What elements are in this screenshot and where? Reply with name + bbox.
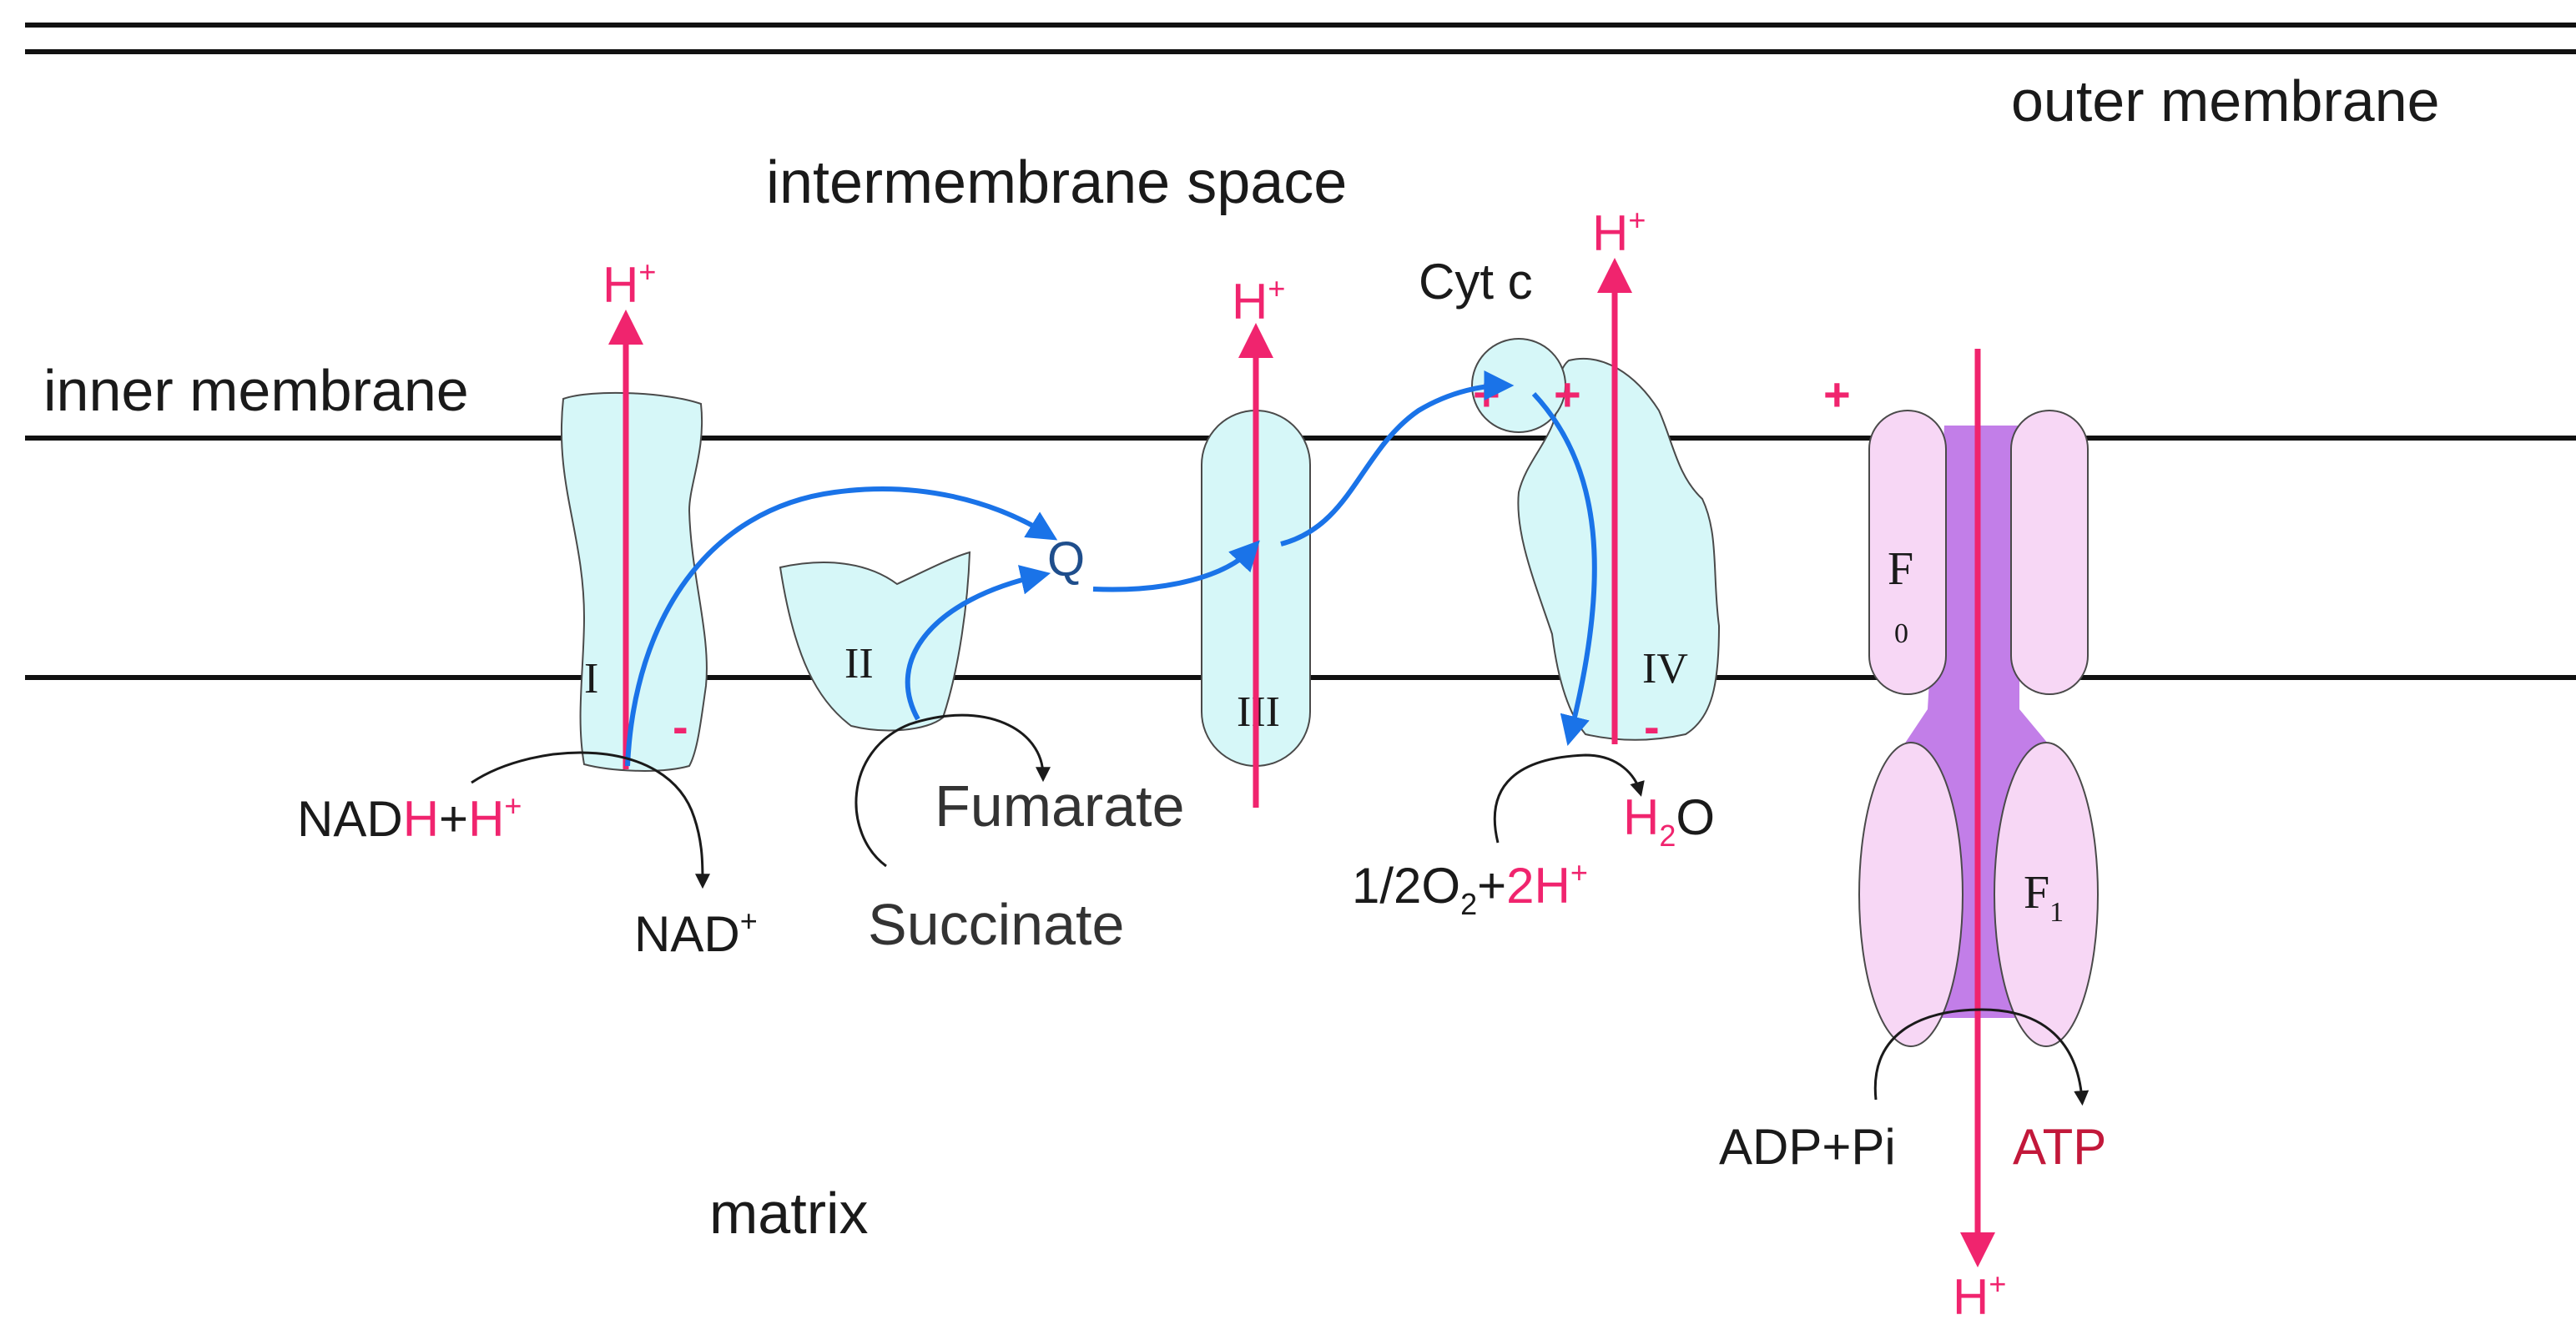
- complex-ii-shape: [779, 551, 971, 732]
- f1-left-subunit: [1858, 742, 1964, 1047]
- atp-synthase: F 0 F1: [1858, 410, 2099, 1047]
- matrix-label: matrix: [709, 1181, 869, 1246]
- proton-label-complex-i: H+: [602, 254, 656, 313]
- electron-path-complex-i-to-q: [625, 486, 1058, 767]
- inner-membrane-label: inner membrane: [43, 358, 469, 423]
- proton-label-complex-iv: H+: [1592, 203, 1646, 261]
- complex-i-label: I: [584, 655, 598, 703]
- q-label: Q: [1047, 532, 1085, 587]
- f1-right-subunit: [1994, 742, 2099, 1047]
- proton-label-complex-iii: H+: [1232, 271, 1285, 330]
- nadh-label: NADH+H+: [297, 788, 522, 847]
- f1-label: F1: [2024, 867, 2064, 928]
- charge-minus-complex-iv: -: [1644, 700, 1660, 753]
- reaction-arrow-succinate: [854, 713, 1051, 868]
- reaction-arrow-nadh: [471, 751, 710, 889]
- complex-i-shape: [560, 391, 708, 772]
- reaction-arrow-adp: [1873, 1008, 2090, 1106]
- f0-left-subunit: [1868, 410, 1947, 695]
- complex-iv-shape: [1517, 357, 1721, 741]
- atp-label: ATP: [2013, 1119, 2106, 1175]
- proton-label-atp-synthase: H+: [1953, 1267, 2006, 1325]
- adp-pi-label: ADP+Pi: [1719, 1119, 1896, 1175]
- fumarate-label: Fumarate: [935, 773, 1185, 839]
- oxygen-label: 1/2O2+2H+: [1352, 855, 1588, 921]
- electron-path-q-to-complex-iii: [1092, 540, 1260, 592]
- charge-minus-complex-i: -: [673, 700, 688, 753]
- electron-path-complex-iii-to-cyt-c: [1280, 370, 1515, 547]
- intermembrane-space-label: intermembrane space: [766, 149, 1347, 216]
- water-label: H2O: [1623, 789, 1715, 853]
- charge-plus-cyt-c-right: +: [1554, 368, 1581, 421]
- complex-iv-label: IV: [1642, 645, 1688, 693]
- f0-subscript: 0: [1894, 618, 1908, 649]
- electron-path-cyt-c-to-complex-iv: [1531, 391, 1597, 746]
- charge-plus-cyt-c-left: +: [1473, 368, 1500, 421]
- cyt-c-label: Cyt c: [1419, 254, 1533, 310]
- electron-path-complex-ii-to-q: [905, 565, 1051, 721]
- f0-right-subunit: [2010, 410, 2089, 695]
- reaction-arrow-oxygen: [1493, 753, 1645, 844]
- succinate-label: Succinate: [868, 892, 1124, 957]
- complex-ii-label: II: [844, 640, 874, 688]
- cyt-c-shape: [1471, 338, 1566, 433]
- outer-membrane-label: outer membrane: [2011, 68, 2440, 134]
- f0-label: F: [1888, 543, 1913, 595]
- nad-plus-label: NAD+: [634, 904, 758, 962]
- charge-plus-atp-synthase: +: [1823, 368, 1851, 421]
